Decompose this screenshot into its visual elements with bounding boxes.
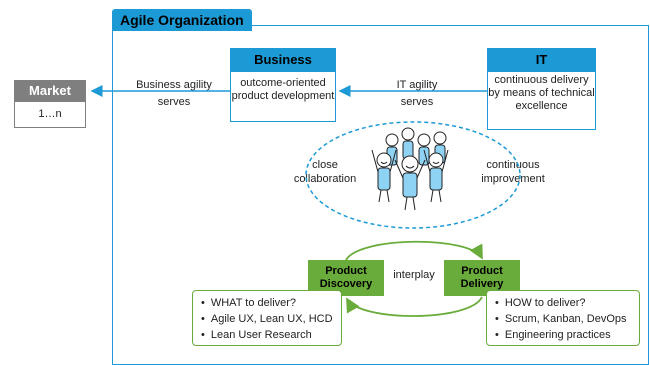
it-serves-label: serves — [400, 96, 434, 108]
business-title: Business — [230, 48, 336, 72]
list-item: Agile UX, Lean UX, HCD — [201, 311, 333, 327]
continuous-improvement-label: continuous improvement — [481, 159, 545, 185]
team-people-icon — [371, 127, 449, 211]
agile-organization-title: Agile Organization — [112, 9, 252, 31]
product-delivery-list: HOW to deliver? Scrum, Kanban, DevOps En… — [486, 290, 640, 346]
market-title: Market — [14, 80, 86, 102]
list-item: Scrum, Kanban, DevOps — [495, 311, 631, 327]
diagram-graphics — [90, 85, 521, 317]
it-description: continuous delivery by means of technica… — [487, 72, 596, 130]
market-cardinality: 1…n — [14, 102, 86, 128]
list-item: HOW to deliver? — [495, 295, 631, 311]
product-discovery-title: Product Discovery — [319, 265, 373, 290]
list-item: WHAT to deliver? — [201, 295, 333, 311]
it-agility-label: IT agility — [396, 79, 438, 91]
business-agility-label: Business agility — [136, 79, 212, 91]
interplay-label: interplay — [393, 269, 435, 281]
close-collaboration-label: close collaboration — [293, 159, 357, 185]
collaboration-ellipse — [305, 121, 521, 229]
list-item: Lean User Research — [201, 327, 333, 343]
product-delivery-title: Product Delivery — [460, 265, 504, 290]
business-serves-label: serves — [157, 96, 191, 108]
interplay-bottom-arrow — [346, 296, 483, 317]
business-description: outcome-oriented product development — [230, 72, 336, 122]
it-title: IT — [487, 48, 596, 72]
product-discovery-list: WHAT to deliver? Agile UX, Lean UX, HCD … — [192, 290, 342, 346]
interplay-top-arrow — [345, 240, 483, 261]
list-item: Engineering practices — [495, 327, 631, 343]
